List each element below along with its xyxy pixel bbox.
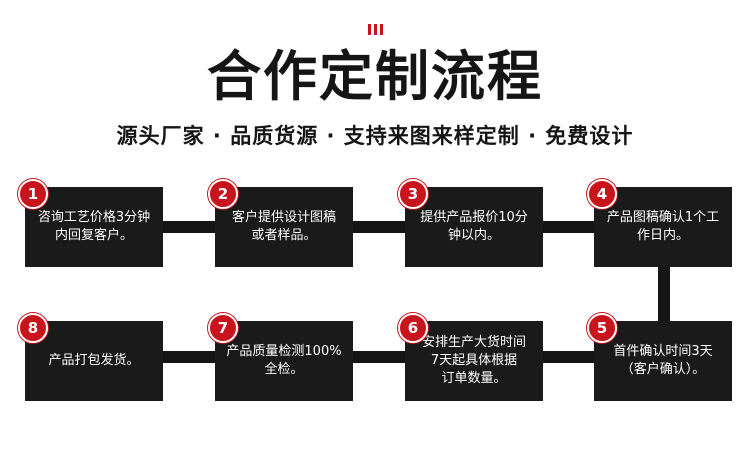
- step-box-3: 提供产品报价10分 钟以内。: [405, 187, 543, 267]
- step-box-1: 咨询工艺价格3分钟 内回复客户。: [25, 187, 163, 267]
- step-number-badge-6: 6: [398, 313, 428, 343]
- page-title: 合作定制流程: [207, 45, 543, 108]
- step-number-badge-4: 4: [587, 179, 617, 209]
- decorative-red-bars: [368, 24, 383, 35]
- step-number-badge-2: 2: [208, 179, 238, 209]
- step-box-4: 产品图稿确认1个工 作日内。: [594, 187, 732, 267]
- step-number-badge-3: 3: [398, 179, 428, 209]
- step-text-5: 首件确认时间3天 （客户确认）。: [613, 344, 713, 377]
- step-text-4: 产品图稿确认1个工 作日内。: [606, 210, 720, 243]
- step-box-2: 客户提供设计图稿 或者样品。: [215, 187, 353, 267]
- step-number-badge-5: 5: [587, 313, 617, 343]
- step-number-badge-8: 8: [18, 313, 48, 343]
- step-text-1: 咨询工艺价格3分钟 内回复客户。: [37, 210, 151, 243]
- step-number-badge-1: 1: [18, 179, 48, 209]
- step-text-8: 产品打包发货。: [48, 353, 140, 368]
- connector-row1: [90, 221, 670, 233]
- step-text-2: 客户提供设计图稿 或者样品。: [231, 210, 336, 243]
- step-number-badge-7: 7: [208, 313, 238, 343]
- step-box-6: 安排生产大货时间 7天起具体根据 订单数量。: [405, 321, 543, 401]
- step-text-7: 产品质量检测100% 全检。: [226, 344, 342, 377]
- step-box-7: 产品质量检测100% 全检。: [215, 321, 353, 401]
- step-text-6: 安排生产大货时间 7天起具体根据 订单数量。: [421, 335, 526, 386]
- step-text-3: 提供产品报价10分 钟以内。: [420, 210, 528, 243]
- step-box-8: 产品打包发货。: [25, 321, 163, 401]
- page-subtitle: 源头厂家 · 品质货源 · 支持来图来样定制 · 免费设计: [116, 124, 634, 148]
- step-box-5: 首件确认时间3天 （客户确认）。: [594, 321, 732, 401]
- connector-row2: [90, 351, 670, 363]
